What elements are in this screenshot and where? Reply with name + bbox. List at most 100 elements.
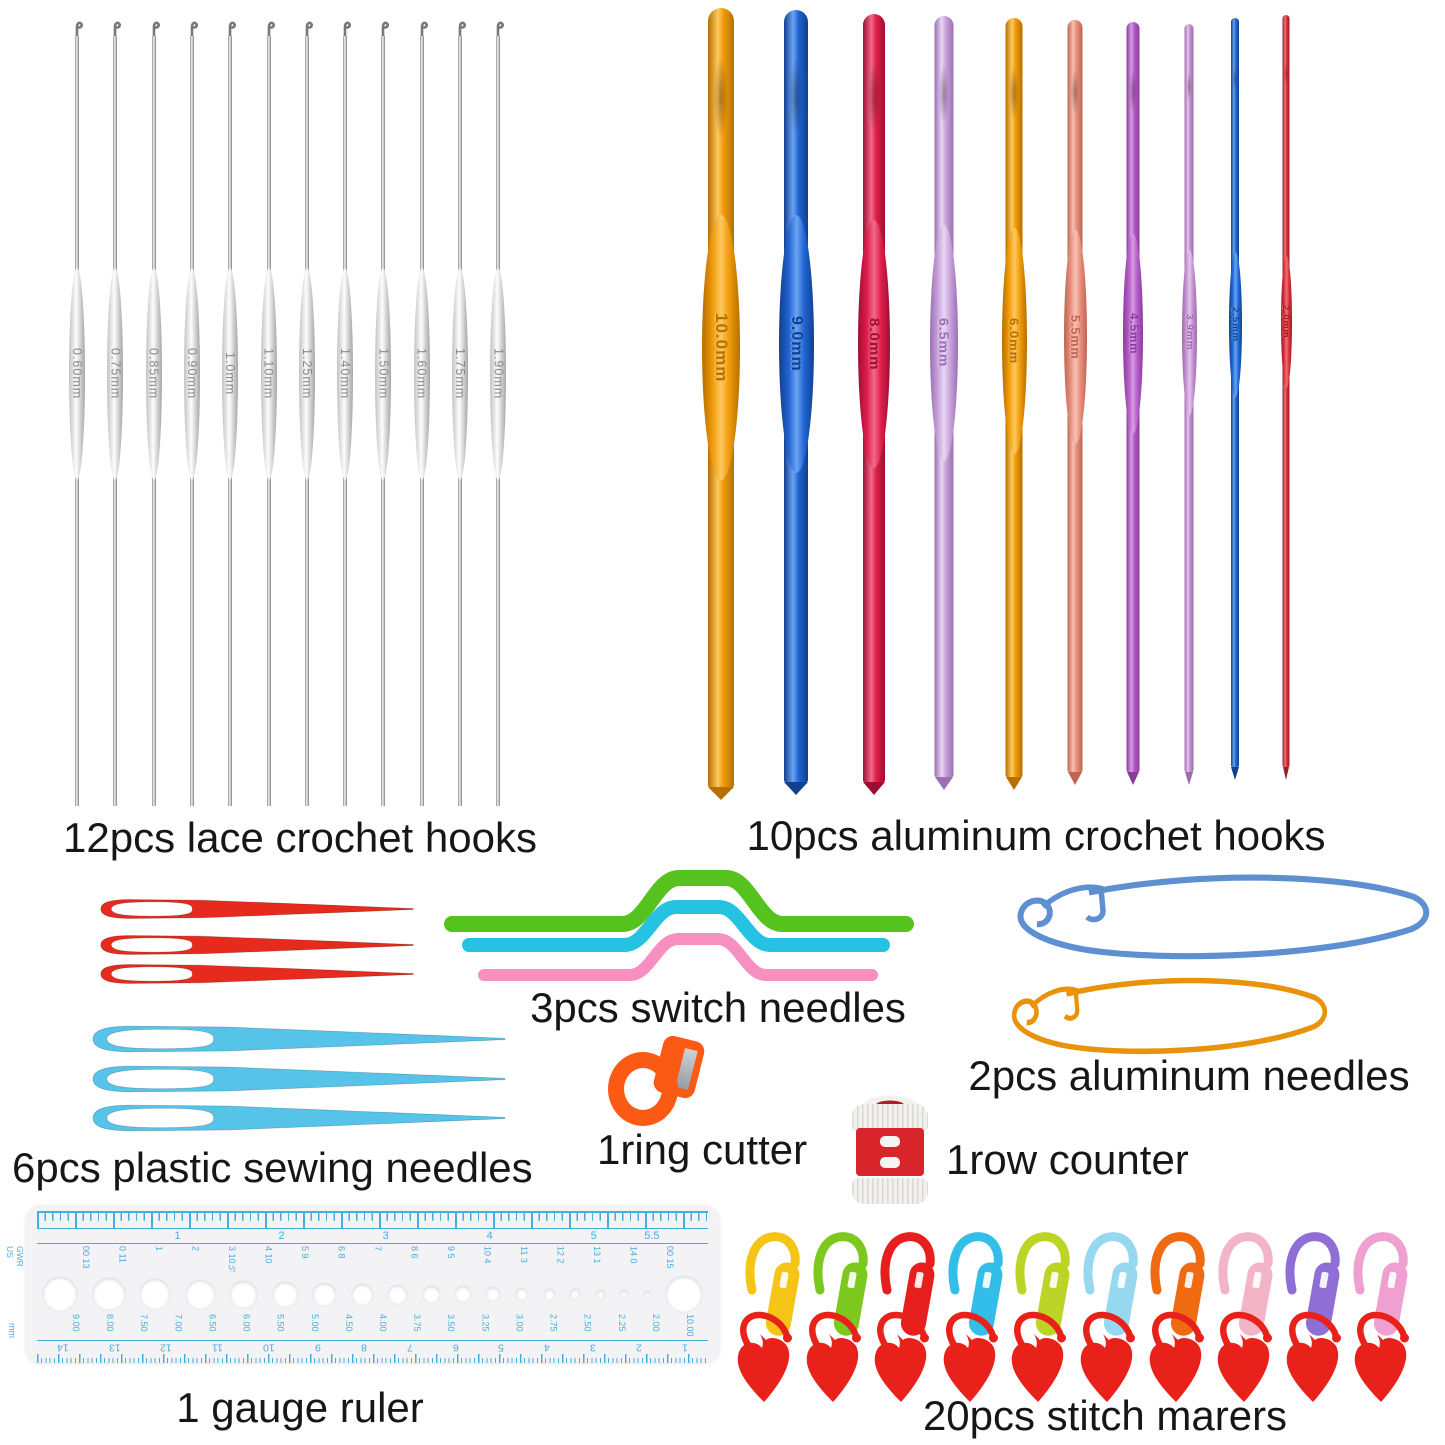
aluminum-hooks-caption: 10pcs aluminum crochet hooks (746, 812, 1326, 859)
ruler-needle-hole (620, 1290, 628, 1299)
switch-needle-icon (478, 933, 878, 981)
heart-stitch-marker (1343, 1308, 1419, 1413)
hook-tip-point (708, 787, 734, 800)
hook-size-label: 2.5mm (1229, 306, 1241, 343)
switch-needle-icon (444, 870, 914, 932)
lace-hook-tip-icon (190, 21, 198, 42)
ruler-cm-label: 10 (263, 1341, 275, 1354)
blue-sewing-needle (88, 1064, 507, 1099)
sewing-needle-icon (100, 964, 414, 984)
heart-stitch-marker (1000, 1308, 1076, 1413)
switch-needles-caption: 3pcs switch needles (530, 984, 906, 1031)
hook-throat-notch (867, 62, 881, 133)
hook-grip: 10.0mm (702, 215, 740, 480)
ruler-needle-hole (643, 1290, 651, 1298)
row-counter-bottom-cap (852, 1178, 928, 1204)
heart-marker-icon (1217, 1311, 1273, 1402)
ruler-cm-label: 8 (360, 1341, 367, 1354)
ruler-mm-size-label: 2.00 (650, 1313, 661, 1332)
hook-tip-point (1068, 772, 1082, 785)
ruler-cm-label: 11 (212, 1341, 224, 1354)
ruler-needle-hole (422, 1285, 440, 1303)
hook-throat-notch (1070, 68, 1080, 116)
aluminum-crochet-hook: 4.5mm (1123, 22, 1143, 785)
aluminum-crochet-hook: 10.0mm (702, 8, 740, 800)
gauge-ruler-caption: 1 gauge ruler (176, 1384, 424, 1431)
hook-throat-notch (1186, 72, 1192, 101)
red-sewing-needle (97, 963, 415, 990)
lace-crochet-hook: 1.50mm (374, 20, 392, 806)
lace-crochet-hook: 1.10mm (260, 20, 278, 806)
ruler-needle-hole (455, 1286, 471, 1302)
ring-cutter-ring (608, 1052, 678, 1126)
row-counter (852, 1096, 928, 1204)
ruler-mm-size-label: 3.50 (446, 1313, 457, 1332)
ruler-us-size-label: 9 5 (446, 1246, 456, 1259)
hook-grip: 6.0mm (1001, 228, 1027, 454)
ruler-cm-label: 3 (590, 1341, 597, 1354)
lace-hook-grip: 1.40mm (337, 268, 354, 480)
ruler-mm-size-label: 3.75 (412, 1313, 423, 1332)
stitch-holder-icon (1017, 874, 1430, 960)
heart-stitch-marker (932, 1308, 1008, 1413)
ruler-us-size-label: 1 (154, 1246, 164, 1252)
ruler-needle-hole (351, 1283, 373, 1305)
hook-shaft (1282, 15, 1290, 767)
lace-hook-size-label: 1.75mm (453, 348, 467, 400)
ruler-needle-hole (313, 1282, 336, 1306)
ruler-us-size-label: 3 10½ (227, 1246, 237, 1274)
ruler-mm-size-label: 7.00 (173, 1313, 184, 1332)
lace-hook-tip-icon (75, 21, 83, 42)
sewing-needle-icon (92, 1025, 506, 1053)
lace-hook-size-label: 1.60mm (414, 348, 429, 400)
lace-crochet-hook: 0.90mm (183, 20, 201, 806)
lace-crochet-hook: 1.60mm (413, 20, 431, 806)
hook-tip-point (784, 782, 808, 795)
ruler-us-size-label: 0 11 (117, 1246, 128, 1263)
hook-tip-point (1185, 772, 1193, 785)
hook-throat-notch (789, 58, 803, 135)
ruler-cm-label: 5 (498, 1341, 505, 1354)
ruler-us-size-label: 2 (190, 1246, 201, 1252)
ruler-needle-hole (666, 1276, 702, 1313)
blue-sewing-needle (88, 1024, 507, 1059)
ruler-mm-size-label: 7.50 (139, 1313, 150, 1332)
ruler-cm-ticks (37, 1353, 708, 1363)
ruler-mm-unit-label: mm (7, 1323, 17, 1339)
ruler-cm-label: 12 (160, 1341, 173, 1354)
ruler-us-size-label: 00 15 (665, 1246, 675, 1269)
ruler-mm-size-label: 2.50 (582, 1313, 593, 1332)
hook-grip: 2.0mm (1280, 256, 1292, 388)
blue-sewing-needle (88, 1103, 507, 1138)
hook-tip-point (1006, 777, 1022, 790)
heart-marker-icon (1355, 1311, 1410, 1402)
ruler-us-size-label: 14 0 (628, 1246, 639, 1264)
hook-grip: 4.5mm (1123, 234, 1143, 434)
ruler-us-size-label: 12 2 (555, 1246, 566, 1264)
heart-stitch-marker (863, 1308, 939, 1413)
sewing-needle-icon (92, 1065, 506, 1093)
lace-hook-grip: 1.60mm (413, 268, 430, 480)
lace-crochet-hook: 0.75mm (106, 20, 124, 806)
ruler-mm-size-label: 5.00 (309, 1313, 320, 1332)
heart-marker-icon (943, 1311, 998, 1402)
ruler-inch-label: 5.5 (644, 1230, 660, 1243)
lace-hook-grip: 0.75mm (107, 268, 124, 480)
heart-stitch-marker (795, 1308, 871, 1413)
hook-throat-notch (1232, 66, 1238, 92)
lace-hook-grip: 0.60mm (69, 268, 85, 480)
lace-hook-tip-icon (420, 21, 428, 42)
hook-grip: 6.5mm (930, 225, 958, 461)
hook-size-label: 10.0mm (712, 312, 731, 383)
ruler-cm-label: 2 (636, 1341, 642, 1354)
sewing-needle-icon (92, 1104, 506, 1132)
lace-hook-size-label: 0.90mm (184, 348, 199, 400)
ruler-needle-hole (388, 1284, 407, 1304)
heart-marker-icon (737, 1311, 792, 1402)
row-counter-window (880, 1157, 900, 1168)
lace-hooks-caption: 12pcs lace crochet hooks (63, 814, 537, 861)
ruler-us-size-label: 11 3 (519, 1246, 529, 1263)
aluminum-crochet-hook: 6.5mm (930, 16, 958, 790)
